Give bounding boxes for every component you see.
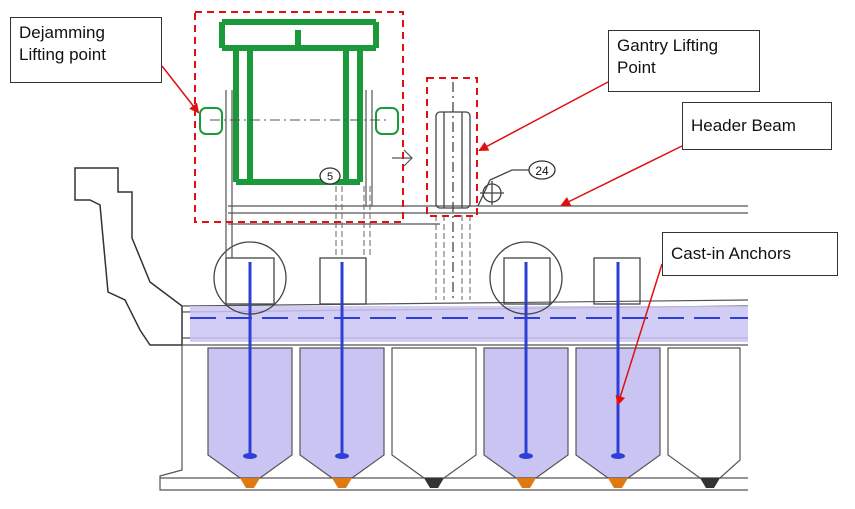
frame-pads [199,107,399,135]
tag-24-bubble [528,160,556,180]
anchor-heads [243,453,625,459]
bearing-1 [240,478,260,488]
bearing-5 [608,478,628,488]
dejamming-highlight-box [194,11,404,223]
detail-circle-1 [213,241,287,315]
bearing-4 [516,478,536,488]
tag-5-label: 5 [327,171,333,183]
beam-6 [667,347,741,479]
bearing-3 [424,478,444,488]
detail-circle-2 [489,241,563,315]
callout-gantry-line2: Point [617,58,656,77]
tag-5-bubble [319,167,341,185]
tag-24-label: 24 [535,164,549,178]
header-beam [228,205,748,225]
frame-legs [225,90,373,258]
callout-anchors-line1: Cast-in Anchors [671,244,791,263]
bearings [240,478,720,488]
anchors-leader [615,263,663,406]
gantry-highlight-box [426,77,478,217]
lifting-clutches [213,241,641,315]
callout-dejamming-line1: Dejamming [19,23,105,42]
callout-gantry-line1: Gantry Lifting [617,36,719,55]
gantry-post [435,82,471,300]
callout-dejamming: Dejamming Lifting point [10,17,162,83]
callout-cast-in-anchors: Cast-in Anchors [662,232,838,276]
bearing-6 [700,478,720,488]
dejamming-frame [219,19,379,185]
precast-beams [207,347,741,479]
parapet-outline [74,167,183,346]
callout-dejamming-line2: Lifting point [19,45,106,64]
bearing-2 [332,478,352,488]
pin-detail [477,169,532,207]
beam-3 [391,347,477,479]
callout-header-beam: Header Beam [682,102,832,150]
callout-gantry: Gantry Lifting Point [608,30,760,92]
cast-in-anchors [248,262,620,455]
deck-topping-band [190,306,748,342]
header-beam-leader [560,145,683,206]
callout-header-beam-line1: Header Beam [691,116,796,135]
gantry-leader [478,81,609,151]
dejamming-leader [161,65,200,114]
